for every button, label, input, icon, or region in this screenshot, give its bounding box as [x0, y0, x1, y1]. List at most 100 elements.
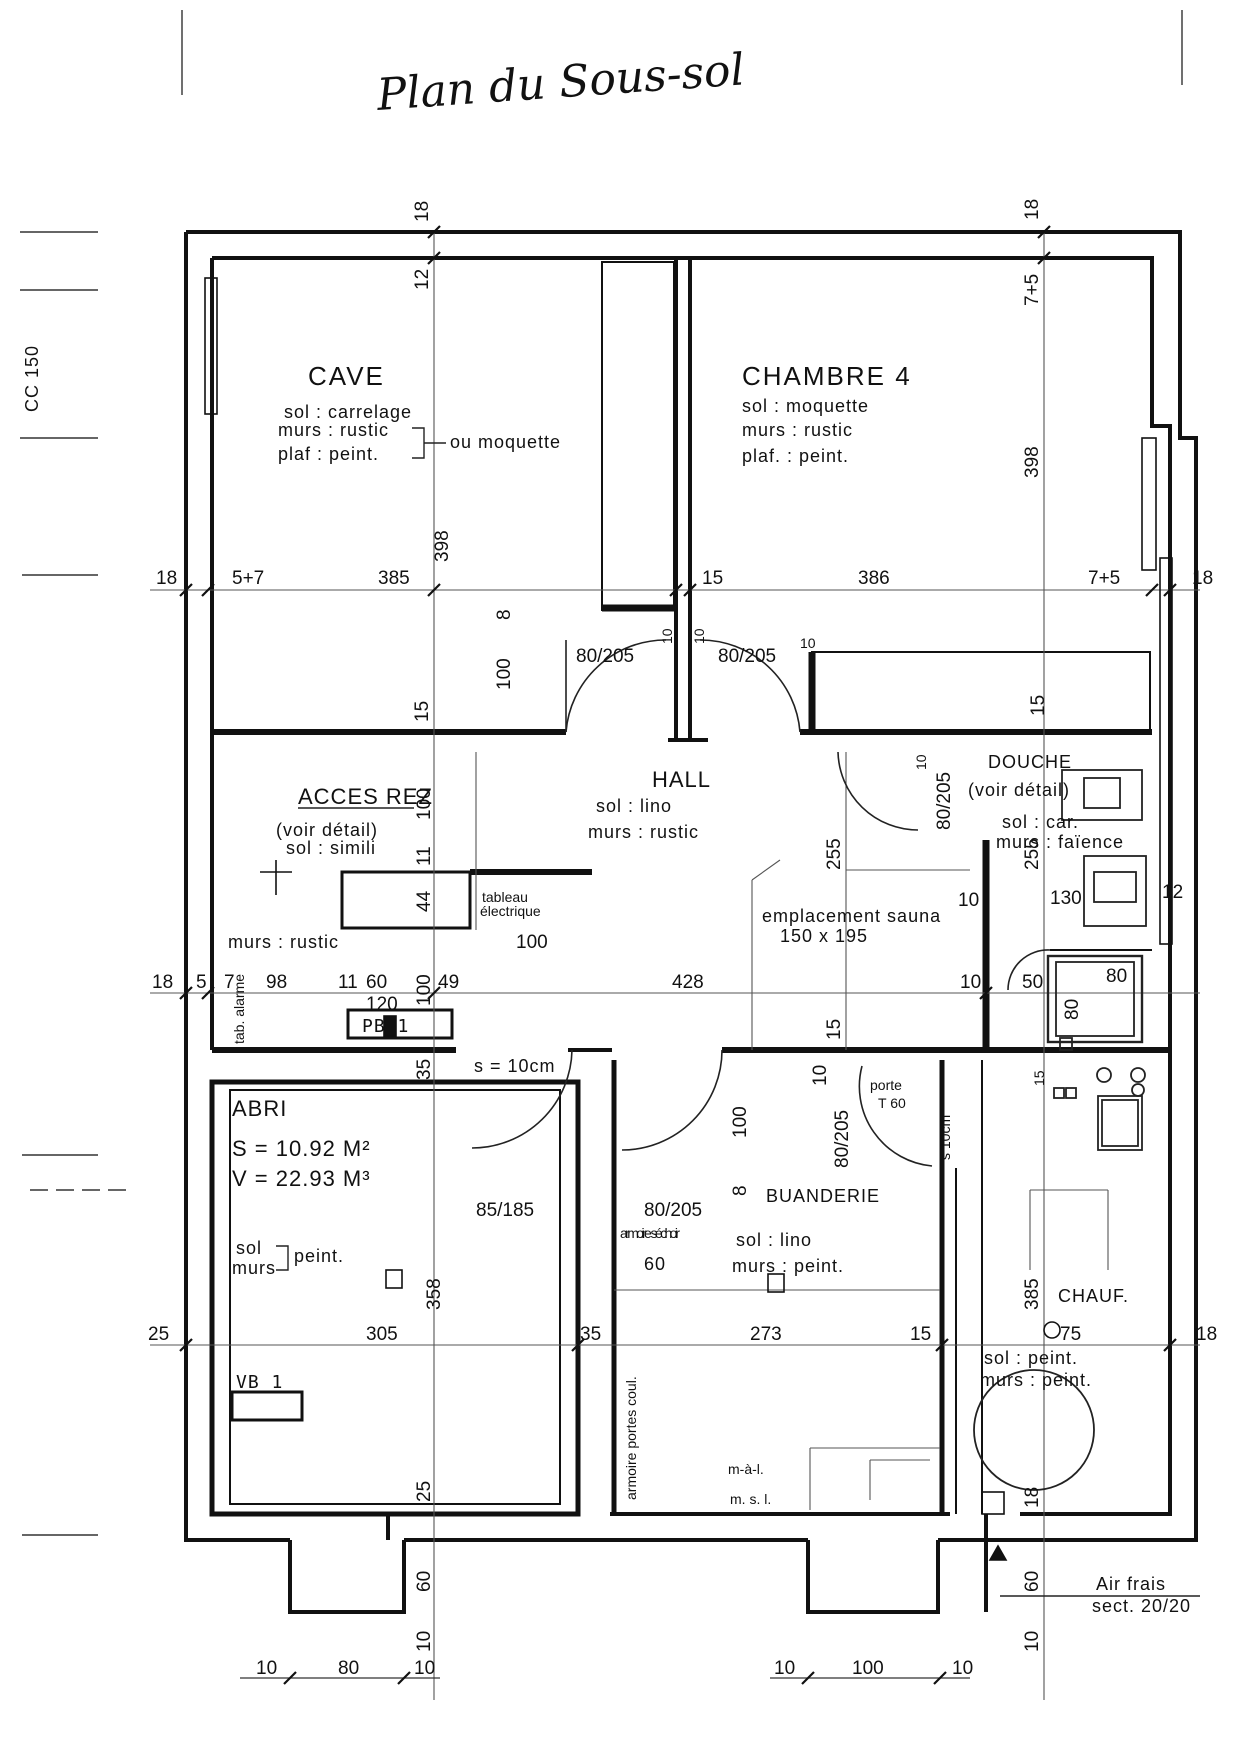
- buanderie-mal: m-à-l.: [728, 1461, 764, 1477]
- douche-name: DOUCHE: [988, 752, 1072, 772]
- dim-r2-11: 11: [338, 972, 358, 993]
- acces-murs: murs : rustic: [228, 932, 339, 952]
- acces-tableau: tableau: [482, 889, 528, 905]
- buanderie-armoire-size: 60: [644, 1254, 666, 1274]
- dim-r2-120: 120: [366, 994, 398, 1015]
- dim-r2-428: 428: [672, 972, 704, 993]
- dim-r2-5: 5: [196, 972, 207, 993]
- abri-volume: V = 22.93 M³: [232, 1166, 371, 1191]
- dim-r3-25: 25: [148, 1324, 169, 1345]
- dim-misc-80: 80: [1062, 999, 1083, 1020]
- abri-door-note: s = 10cm: [474, 1056, 556, 1076]
- dim-h-10a: 10: [659, 628, 675, 644]
- dim-tl-12: 12: [412, 269, 433, 290]
- dim-r1-18b: 18: [1192, 568, 1213, 589]
- dim-r1-5-7: 5+7: [232, 568, 264, 589]
- buanderie-sol: sol : lino: [736, 1230, 812, 1250]
- abri-surface: S = 10.92 M²: [232, 1136, 371, 1161]
- dim-ticks: [179, 225, 1177, 1685]
- abri-vb: VB 1: [236, 1372, 283, 1393]
- dim-br-10b: 10: [952, 1658, 973, 1679]
- door-size-douche: 80/205: [934, 772, 955, 830]
- dim-r2-50: 50: [1022, 972, 1043, 993]
- abri-bracket: [276, 1245, 289, 1271]
- buanderie-sechoir: armoire séchoir: [620, 1225, 680, 1241]
- dim-v-255-hall: 255: [824, 838, 845, 870]
- dim-r1-18: 18: [156, 568, 177, 589]
- dim-r3-15: 15: [910, 1324, 931, 1345]
- air-line1: Air frais: [1096, 1574, 1166, 1594]
- dim-v-358: 358: [424, 1278, 445, 1310]
- dim-v-60-chauf: 60: [1022, 1571, 1043, 1592]
- dim-r2-10: 10: [960, 972, 981, 993]
- dim-tr-18: 18: [1022, 199, 1043, 220]
- buanderie-porte: porte: [870, 1077, 902, 1093]
- dim-v-10-chauf: 10: [1022, 1631, 1043, 1652]
- buanderie-msl: m. s. l.: [730, 1491, 771, 1507]
- dim-r3-305: 305: [366, 1324, 398, 1345]
- douche-murs: murs : faïence: [996, 832, 1124, 852]
- dim-h-10c: 10: [800, 635, 816, 651]
- dim-r3-18: 18: [1196, 1324, 1217, 1345]
- dim-r1-7-5: 7+5: [1088, 568, 1120, 589]
- chambre4-plaf: plaf. : peint.: [742, 446, 849, 466]
- dim-v-10-buand: 10: [810, 1065, 831, 1086]
- dim-r2-18: 18: [152, 972, 173, 993]
- dim-v-18-chauf: 18: [1022, 1487, 1043, 1508]
- acces-sol: sol : simili: [286, 838, 376, 858]
- dim-v-35: 35: [414, 1059, 435, 1080]
- dim-tl-398: 398: [432, 530, 453, 562]
- dim-v-11: 11: [414, 846, 435, 866]
- douche-sol: sol : car.: [1002, 812, 1079, 832]
- acces-detail: (voir détail): [276, 820, 378, 840]
- dim-v-385: 385: [1022, 1278, 1043, 1310]
- dim-r1-386: 386: [858, 568, 890, 589]
- dim-r2-7: 7: [224, 972, 235, 993]
- margin-marks: [20, 10, 1183, 1536]
- cave-name: CAVE: [308, 361, 385, 391]
- door-size-buanderie-v: 80/205: [832, 1110, 853, 1168]
- hall-murs: murs : rustic: [588, 822, 699, 842]
- dim-v-60: 60: [414, 1571, 435, 1592]
- acces-electrique: électrique: [480, 903, 541, 919]
- chauf-fixtures: [973, 769, 1147, 1491]
- dim-bl-10b: 10: [414, 1658, 435, 1679]
- dim-r2-49: 49: [438, 972, 459, 993]
- cave-plaf: plaf : peint.: [278, 444, 379, 464]
- dim-v-10-douche: 10: [958, 890, 979, 911]
- dim-r3-273: 273: [750, 1324, 782, 1345]
- dim-bl-80: 80: [338, 1658, 359, 1679]
- dim-r1-15: 15: [702, 568, 723, 589]
- cave-bracket: [412, 427, 425, 459]
- dim-tr-15: 15: [1028, 695, 1049, 716]
- chauf-sol: sol : peint.: [984, 1348, 1078, 1368]
- sauna-line1: emplacement sauna: [762, 906, 941, 926]
- dim-tr-7-5: 7+5: [1022, 274, 1043, 306]
- hall-name: HALL: [652, 767, 711, 792]
- abri-name: ABRI: [232, 1096, 287, 1121]
- dim-r2-100: 100: [414, 974, 435, 1006]
- acces-name: ACCES REZ: [298, 784, 433, 809]
- dim-bl-10a: 10: [256, 1658, 277, 1679]
- cave-note: ou moquette: [450, 432, 561, 452]
- dim-r3-35: 35: [580, 1324, 601, 1345]
- plan-title: Plan du Sous-sol: [374, 44, 746, 121]
- chambre4-murs: murs : rustic: [742, 420, 853, 440]
- buanderie-s10: s 10cm: [937, 1115, 953, 1160]
- dim-br-10a: 10: [774, 1658, 795, 1679]
- margin-note: CC 150: [22, 345, 42, 412]
- chambre4-sol: sol : moquette: [742, 396, 869, 416]
- dim-v-44: 44: [414, 890, 435, 912]
- abri-murs: murs: [232, 1258, 276, 1278]
- door-size-chambre: 80/205: [718, 646, 776, 667]
- dim-v-12-douche: 12: [1162, 882, 1183, 903]
- abri-sol: sol: [236, 1238, 262, 1258]
- walls: [184, 230, 1198, 1614]
- dim-r1-385: 385: [378, 568, 410, 589]
- windows: [204, 277, 1173, 945]
- buanderie-name: BUANDERIE: [766, 1186, 880, 1206]
- dim-tr-398: 398: [1022, 446, 1043, 478]
- dim-v-10: 10: [414, 1631, 435, 1652]
- acces-alarme: tab. alarme: [231, 974, 247, 1044]
- dim-v-130-douche: 130: [1050, 888, 1082, 909]
